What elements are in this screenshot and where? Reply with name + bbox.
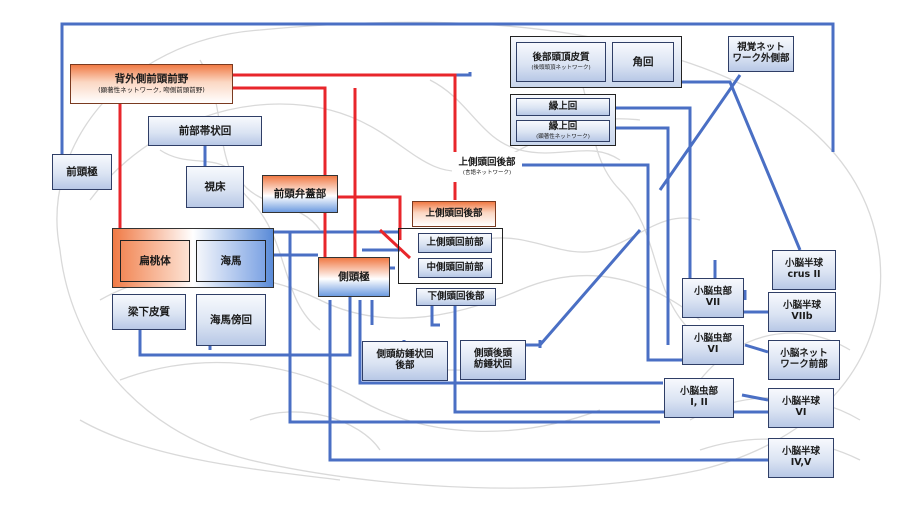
fusiform-post-node[interactable]: 側頭紡錘状回 後部 xyxy=(362,341,448,381)
cb-hemi6-line1: 小脳半球 xyxy=(781,396,820,408)
blue-link-top xyxy=(60,22,835,160)
sts-posterior-lang-sub: (言語ネットワーク) xyxy=(462,169,512,176)
cb-crus2-line2: crus II xyxy=(787,269,821,280)
parahippocampal-label: 海馬傍回 xyxy=(210,313,252,326)
its-post-label: 下側頭回後部 xyxy=(427,290,485,302)
cb-vermis12-line1: 小脳虫部 xyxy=(679,386,718,398)
cb-vermis6-line1: 小脳虫部 xyxy=(693,333,732,345)
temporal-pole-node[interactable]: 側頭極 xyxy=(318,257,390,297)
mts-ant-node[interactable]: 中側頭回前部 xyxy=(418,258,492,278)
toc-fusiform-line2: 紡錘状回 xyxy=(473,359,512,370)
visual-lateral-line1: 視覚ネット xyxy=(737,42,785,54)
visual-lateral-line2: ワーク外側部 xyxy=(732,53,790,64)
cb-network-ant-line2: ワーク前部 xyxy=(780,359,828,370)
frontal-pole-label: 前頭極 xyxy=(66,165,98,178)
cb-crus2-node[interactable]: 小脳半球 crus II xyxy=(772,250,836,290)
cb-vermis6-line2: VI xyxy=(707,344,719,355)
cb-hemi7b-node[interactable]: 小脳半球 VIIb xyxy=(768,292,836,332)
amygdala-node[interactable]: 扁桃体 xyxy=(120,240,190,282)
sts-posterior-lang-node[interactable]: 上側頭回後部 (言語ネットワーク) xyxy=(452,152,522,182)
supramarginal2-sub: (顕著性ネットワーク) xyxy=(536,133,590,140)
thalamus-label: 視床 xyxy=(204,180,226,193)
temporal-group-frame xyxy=(398,228,503,284)
angular-label: 角回 xyxy=(632,55,654,68)
temporal-pole-label: 側頭極 xyxy=(338,270,370,283)
toc-fusiform-line1: 側頭後頭 xyxy=(473,348,512,360)
thalamus-node[interactable]: 視床 xyxy=(186,166,244,208)
sts-post-label: 上側頭回後部 xyxy=(425,207,483,219)
hippocampus-label: 海馬 xyxy=(220,254,242,267)
cb-hemi45-line1: 小脳半球 xyxy=(781,446,820,458)
sts-ant-node[interactable]: 上側頭回前部 xyxy=(418,233,492,253)
subcallosal-node[interactable]: 梁下皮質 xyxy=(112,294,186,330)
its-post-node[interactable]: 下側頭回後部 xyxy=(416,288,496,306)
visual-lateral-node[interactable]: 視覚ネット ワーク外側部 xyxy=(728,36,794,72)
supramarginal-node-2[interactable]: 縁上回 (顕著性ネットワーク) xyxy=(516,120,610,142)
cb-hemi45-line2: IV,V xyxy=(790,457,812,468)
sts-ant-label: 上側頭回前部 xyxy=(426,236,484,248)
operculum-node[interactable]: 前頭弁蓋部 xyxy=(262,175,338,213)
parietal-label: 後部頭頂皮質 xyxy=(532,51,590,63)
dlpfc-node[interactable]: 背外側前頭前野 (顕著性ネットワーク, 吻側前頭前野) xyxy=(70,64,233,104)
cb-vermis6-node[interactable]: 小脳虫部 VI xyxy=(682,325,744,365)
cb-vermis7-node[interactable]: 小脳虫部 VII xyxy=(682,278,744,318)
sts-posterior-lang-label: 上側頭回後部 xyxy=(458,156,516,168)
cb-vermis7-line2: VII xyxy=(705,297,721,308)
cb-vermis12-node[interactable]: 小脳虫部 I, II xyxy=(664,378,734,418)
operculum-label: 前頭弁蓋部 xyxy=(273,187,327,200)
amygdala-label: 扁桃体 xyxy=(139,254,171,267)
fusiform-post-line1: 側頭紡錘状回 xyxy=(376,349,434,361)
cb-vermis12-line2: I, II xyxy=(690,397,708,408)
cb-network-ant-line1: 小脳ネット xyxy=(780,348,828,360)
subcallosal-label: 梁下皮質 xyxy=(128,305,170,318)
cb-hemi7b-line2: VIIb xyxy=(791,311,813,322)
acc-label: 前部帯状回 xyxy=(178,124,232,137)
angular-node[interactable]: 角回 xyxy=(612,42,674,82)
dlpfc-label: 背外側前頭前野 xyxy=(114,73,189,86)
temporo-occipital-fusiform-node[interactable]: 側頭後頭 紡錘状回 xyxy=(460,340,526,380)
supramarginal-node-1[interactable]: 縁上回 xyxy=(516,98,610,116)
cb-network-ant-node[interactable]: 小脳ネット ワーク前部 xyxy=(768,340,840,380)
acc-node[interactable]: 前部帯状回 xyxy=(148,116,262,146)
dlpfc-sub: (顕著性ネットワーク, 吻側前頭前野) xyxy=(98,86,205,95)
parietal-node[interactable]: 後部頭頂皮質 (後頭頭頂ネットワーク) xyxy=(516,42,606,82)
frontal-pole-node[interactable]: 前頭極 xyxy=(52,154,112,190)
mts-ant-label: 中側頭回前部 xyxy=(426,261,484,273)
cb-hemi6-line2: VI xyxy=(795,407,807,418)
cb-hemi45-node[interactable]: 小脳半球 IV,V xyxy=(768,438,834,478)
cb-crus2-line1: 小脳半球 xyxy=(784,258,823,270)
fusiform-post-line2: 後部 xyxy=(395,360,415,371)
supramarginal2-label: 縁上回 xyxy=(548,120,578,132)
cb-vermis7-line1: 小脳虫部 xyxy=(693,286,732,298)
parahippocampal-node[interactable]: 海馬傍回 xyxy=(196,294,266,346)
cb-hemi7b-line1: 小脳半球 xyxy=(782,300,821,312)
parietal-sub: (後頭頭頂ネットワーク) xyxy=(531,64,591,71)
cb-hemi6-node[interactable]: 小脳半球 VI xyxy=(768,388,834,428)
supramarginal1-label: 縁上回 xyxy=(548,100,578,112)
hippocampus-node[interactable]: 海馬 xyxy=(196,240,266,282)
sts-post-node[interactable]: 上側頭回後部 xyxy=(412,201,496,227)
